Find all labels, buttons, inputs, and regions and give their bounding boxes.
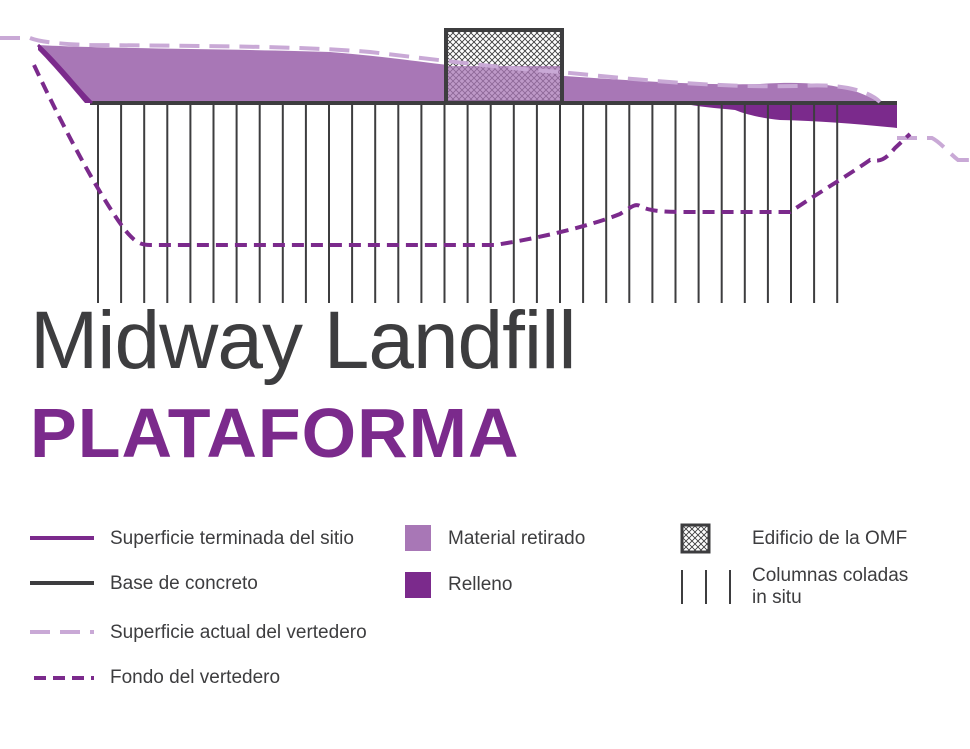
concrete-base-swatch bbox=[30, 581, 94, 585]
current-surface-line bbox=[0, 36, 882, 104]
page-title: Midway Landfill bbox=[30, 295, 577, 386]
omf-building-swatch bbox=[680, 523, 711, 554]
finished-surface-line bbox=[36, 43, 94, 105]
columns-swatch bbox=[681, 570, 731, 604]
legend-columns-line2: in situ bbox=[752, 587, 802, 608]
landfill-cross-section-diagram bbox=[0, 28, 970, 303]
legend-removed-material: Material retirado bbox=[448, 528, 586, 549]
legend-fill: Relleno bbox=[448, 574, 513, 595]
fill-swatch bbox=[405, 572, 431, 598]
page-subtitle: PLATAFORMA bbox=[30, 394, 520, 472]
finished-surface-swatch bbox=[30, 536, 94, 540]
legend-concrete-base: Base de concreto bbox=[110, 573, 258, 594]
legend-columns: Columnas coladas in situ bbox=[752, 565, 908, 609]
legend-finished-surface: Superficie terminada del sitio bbox=[110, 528, 354, 549]
landfill-bottom-swatch bbox=[34, 676, 94, 680]
cast-in-place-columns bbox=[97, 103, 839, 303]
current-surface-swatch bbox=[30, 630, 94, 634]
current-surface-line-right bbox=[897, 136, 970, 162]
legend-current-surface: Superficie actual del vertedero bbox=[110, 622, 367, 643]
legend-columns-line1: Columnas coladas bbox=[752, 565, 909, 586]
legend-omf-building: Edificio de la OMF bbox=[752, 528, 908, 549]
fill-area-right bbox=[680, 103, 897, 128]
removed-material-swatch bbox=[405, 525, 431, 551]
landfill-bottom-line bbox=[32, 64, 912, 247]
legend-landfill-bottom: Fondo del vertedero bbox=[110, 667, 281, 688]
